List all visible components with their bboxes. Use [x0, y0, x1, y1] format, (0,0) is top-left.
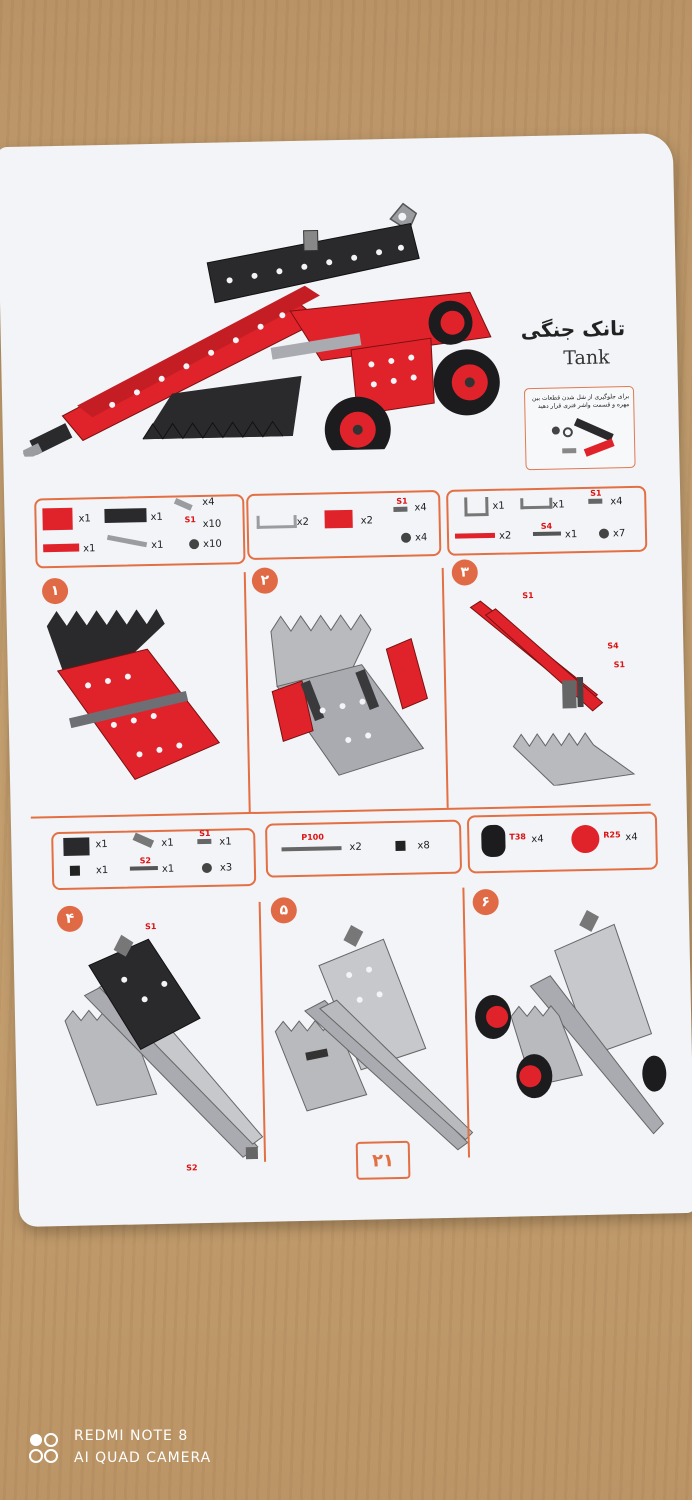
bracket-part	[173, 497, 193, 511]
long-screw-part	[532, 531, 562, 537]
part-qty: x1	[95, 839, 108, 851]
spacer-part	[69, 865, 81, 876]
part-qty: x4	[202, 496, 215, 508]
u-bracket-part	[464, 496, 489, 517]
watermark-line1: REDMI NOTE 8	[74, 1428, 189, 1444]
step6-assembly	[475, 910, 667, 1135]
red-plate-part	[42, 507, 73, 531]
part-qty: x1	[78, 513, 91, 525]
part-qty: x4	[414, 502, 427, 514]
camera-logo-icon	[29, 1433, 58, 1463]
product-title-en: Tank	[563, 346, 610, 370]
nut-part	[598, 528, 610, 539]
part-qty: x3	[219, 862, 233, 874]
silver-strip-part	[106, 534, 148, 548]
part-qty: x1	[150, 511, 163, 524]
red-plate-part	[324, 509, 353, 529]
page-number: ۲۱	[355, 1140, 411, 1180]
tank-illustration	[21, 202, 500, 457]
screw-part	[197, 838, 212, 845]
nut-part	[189, 539, 200, 550]
part-tag: S1	[396, 496, 408, 506]
part-tag: S4	[540, 521, 553, 531]
step-badge-3: ۳	[451, 559, 479, 586]
part-tag: T38	[509, 832, 527, 842]
tip-text: برای جلوگیری از شل شدن قطعات بین مهره و …	[531, 393, 630, 410]
part-qty: x1	[161, 837, 174, 849]
part-qty: x4	[531, 833, 544, 846]
nut-part	[201, 862, 213, 874]
part-qty: x4	[414, 532, 428, 544]
callout-s1: S1	[145, 922, 157, 932]
watermark-line2: AI QUAD CAMERA	[74, 1450, 212, 1466]
part-qty: x10	[202, 518, 222, 530]
parts-panel-step6: T38 x4 R25 x4	[466, 811, 659, 874]
part-qty: x1	[552, 499, 565, 511]
black-track-part	[104, 508, 147, 524]
screw-part	[393, 506, 408, 512]
callout-s1: S1	[613, 660, 626, 670]
part-qty: x8	[417, 840, 430, 852]
screw-part	[588, 498, 603, 504]
part-qty: x4	[610, 496, 623, 508]
tire-part	[481, 824, 506, 858]
parts-panel-step5: P100 x2 x8	[264, 819, 463, 878]
part-qty: x1	[83, 543, 96, 555]
red-strip-part	[454, 532, 496, 539]
part-tag: S1	[199, 828, 211, 839]
step-badge-2: ۲	[251, 567, 279, 594]
bracket-part	[256, 514, 297, 529]
instruction-page: تانک جنگی Tank برای جلوگیری از شل شدن قط…	[0, 133, 692, 1227]
part-qty: x1	[161, 863, 175, 875]
axle-part	[281, 846, 342, 852]
parts-panel-step3: x1 x1 S1 x4 x2 S4 x1 x7	[446, 485, 648, 556]
step3-assembly	[469, 600, 636, 787]
step5-assembly	[274, 924, 474, 1151]
rim-part	[571, 824, 600, 854]
step4-assembly	[64, 934, 264, 1160]
part-tag: S1	[184, 515, 197, 525]
product-title-fa: تانک جنگی	[520, 316, 626, 343]
part-qty: x1	[95, 865, 109, 877]
step1-assembly	[46, 608, 221, 781]
bracket-part	[132, 832, 155, 848]
step2-assembly	[270, 613, 428, 776]
nut-part	[400, 532, 412, 543]
part-qty: x1	[151, 539, 164, 552]
step6-wheel	[475, 994, 512, 1039]
spacer-part	[395, 840, 406, 851]
part-tag: S1	[590, 488, 602, 498]
part-qty: x7	[612, 528, 626, 540]
washer-diagram	[551, 418, 615, 457]
callout-s4: S4	[607, 641, 619, 651]
part-tag: R25	[603, 830, 621, 840]
part-qty: x2	[296, 516, 310, 528]
step-badge-5: ۵	[270, 897, 298, 924]
black-block-part	[63, 837, 90, 856]
long-screw-part	[129, 865, 158, 871]
part-qty: x2	[349, 841, 362, 853]
callout-s1: S1	[522, 591, 534, 601]
bracket-part	[520, 497, 553, 510]
part-qty: x1	[219, 836, 232, 848]
parts-panel-step2: x2 x2 S1 x4 x4	[246, 489, 442, 561]
part-tag: P100	[301, 832, 324, 842]
tank-wheel-front	[324, 396, 391, 457]
part-qty: x1	[564, 529, 578, 541]
part-qty: x10	[203, 538, 222, 550]
part-qty: x4	[625, 831, 638, 844]
parts-panel-step4: x1 x1 S1 x1 x1 S2 x1 x3	[51, 827, 257, 891]
part-tag: S2	[139, 856, 152, 866]
part-qty: x1	[492, 500, 505, 512]
parts-panel-step1: x1 x1 x4 S1 x10 x1 x1 x10	[34, 494, 246, 569]
part-qty: x2	[498, 530, 512, 542]
red-strip-part	[43, 543, 80, 553]
callout-s2: S2	[186, 1163, 198, 1173]
tip-box: برای جلوگیری از شل شدن قطعات بین مهره و …	[523, 385, 636, 471]
part-qty: x2	[360, 515, 374, 527]
